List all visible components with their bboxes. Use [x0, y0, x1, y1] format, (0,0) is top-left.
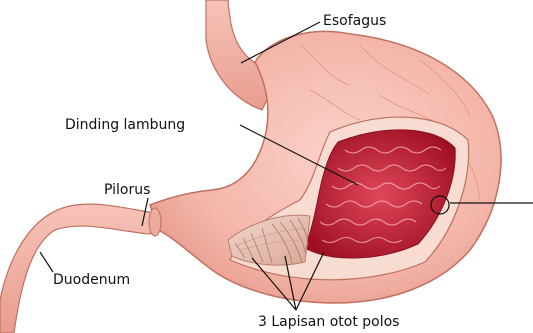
- pilorus-label: Pilorus: [104, 183, 150, 197]
- lapisan-otot-label: 3 Lapisan otot polos: [258, 315, 399, 329]
- dinding-lambung-label: Dinding lambung: [65, 118, 185, 132]
- duodenum-shape: [0, 204, 162, 333]
- esofagus-label: Esofagus: [323, 14, 386, 28]
- pylorus-ring: [149, 208, 161, 236]
- duodenum-label: Duodenum: [53, 273, 130, 287]
